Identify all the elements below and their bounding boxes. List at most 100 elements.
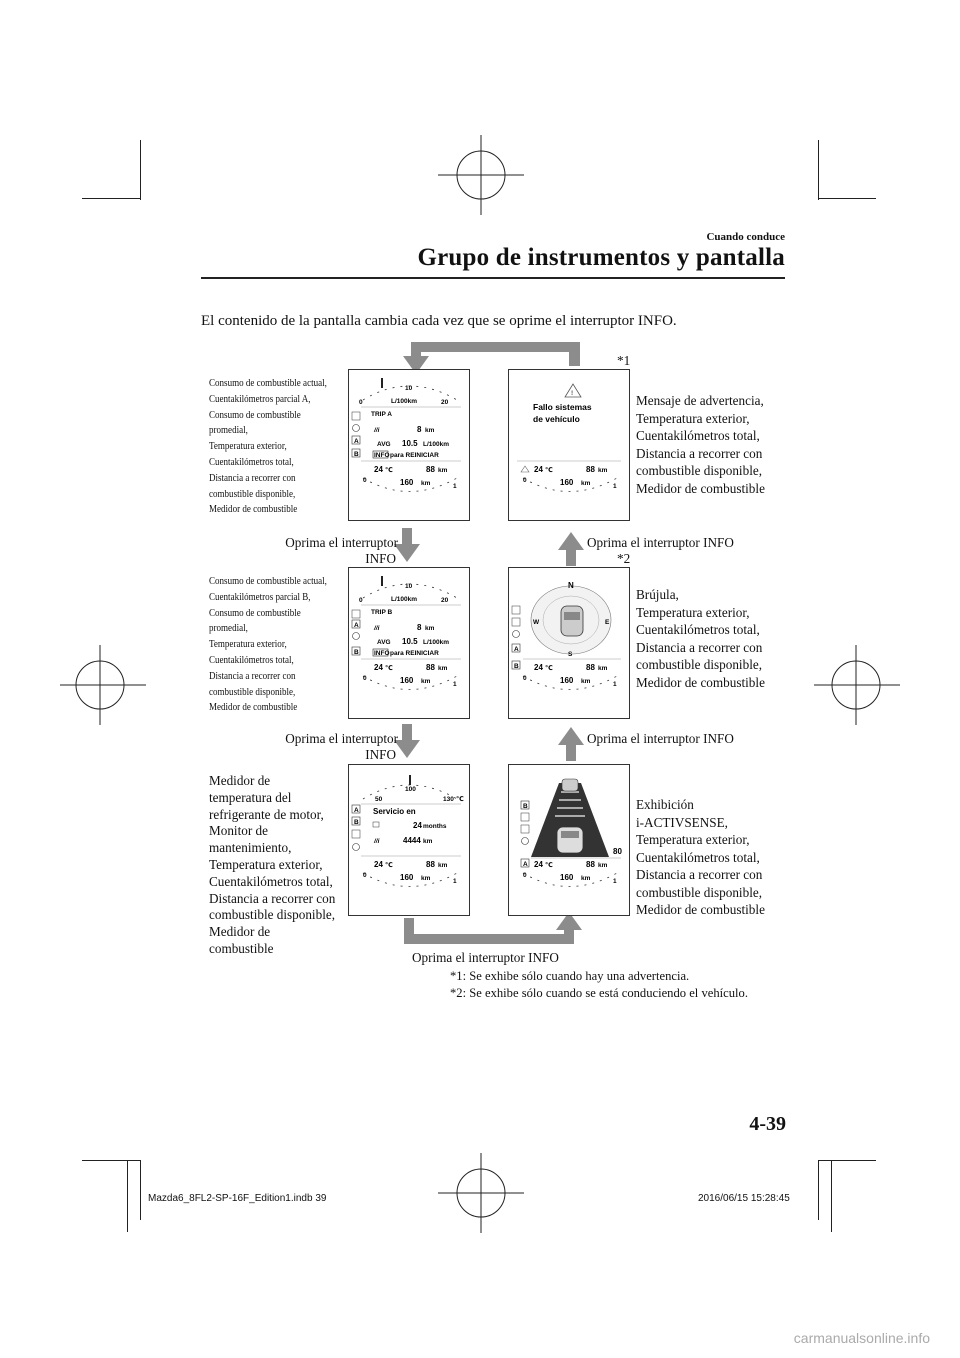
avg-label: AVG [377, 441, 391, 448]
svg-text:INFO: INFO [374, 650, 390, 657]
display-trip-a: 0 10 20 L/100km TRIP A //i 8 km AVG 10.5… [348, 369, 470, 521]
page-title: Grupo de instrumentos y pantalla [417, 244, 785, 271]
service-km: 4444 [403, 836, 421, 845]
svg-text:km: km [581, 875, 591, 882]
registration-mark-right [814, 645, 900, 725]
svg-text:para REINICIAR: para REINICIAR [390, 650, 439, 657]
svg-text:B: B [523, 803, 528, 810]
svg-text://i: //i [373, 838, 380, 845]
svg-text:km: km [438, 862, 448, 869]
svg-text:L/100km: L/100km [423, 441, 449, 448]
footer-date: 2016/06/15 15:28:45 [698, 1193, 790, 1204]
svg-text:km: km [421, 678, 431, 685]
svg-text:0: 0 [523, 675, 527, 682]
svg-text:1: 1 [613, 878, 617, 885]
fuel-scale-max: 20 [441, 399, 449, 406]
svg-text:24: 24 [534, 465, 543, 474]
desc-warning: Mensaje de advertencia,Temperatura exter… [636, 393, 765, 496]
svg-text:km: km [421, 480, 431, 487]
svg-text:160: 160 [560, 873, 574, 882]
display-compass: N S E W A B 24 ℃ 88 km 0 1 160 km [508, 567, 630, 719]
svg-text:1: 1 [453, 878, 457, 885]
svg-text:℃: ℃ [385, 664, 393, 672]
range-value: 160 [400, 478, 414, 487]
svg-text:A: A [514, 646, 519, 653]
svg-text:24: 24 [374, 663, 383, 672]
fuel-scale-unit: L/100km [391, 398, 417, 405]
svg-text:8: 8 [417, 623, 422, 632]
svg-text:0: 0 [523, 872, 527, 879]
marker-1: *1 [617, 353, 631, 368]
svg-text:℃: ℃ [456, 795, 464, 803]
svg-text:AVG: AVG [377, 639, 391, 646]
warning-triangle-icon [564, 383, 582, 398]
display-activsense: B A 80 24 ℃ 88 km 0 1 160 km [508, 764, 630, 916]
footnote-1: *1: Se exhibe sólo cuando hay una advert… [450, 969, 690, 983]
svg-text:℃: ℃ [385, 861, 393, 869]
svg-text://i: //i [373, 625, 380, 632]
svg-text:0: 0 [523, 477, 527, 484]
svg-text:km: km [425, 427, 435, 434]
svg-text:E: E [605, 619, 610, 626]
trip-label: TRIP B [371, 609, 392, 616]
outside-temp: 24 [374, 465, 383, 474]
trip-label: TRIP A [371, 411, 392, 418]
svg-text:160: 160 [560, 676, 574, 685]
svg-text:km: km [438, 665, 448, 672]
svg-text:W: W [533, 619, 540, 626]
svg-text:km: km [425, 625, 435, 632]
svg-text:B: B [354, 451, 359, 458]
svg-text:88: 88 [426, 663, 435, 672]
svg-text:A: A [523, 861, 528, 868]
svg-text:para REINICIAR: para REINICIAR [390, 452, 439, 459]
svg-text:L/100km: L/100km [423, 639, 449, 646]
svg-text:km: km [438, 467, 448, 474]
svg-text:A: A [354, 807, 359, 814]
svg-text://i: //i [373, 427, 380, 434]
warning-line-1: Fallo sistemas [533, 402, 592, 412]
svg-text:160: 160 [400, 873, 414, 882]
svg-text:10: 10 [405, 583, 413, 590]
car-icon [560, 605, 584, 637]
page-number: 4-39 [749, 1113, 786, 1135]
svg-text:km: km [581, 678, 591, 685]
footer-file: Mazda6_8FL2-SP-16F_Edition1.indb 39 [148, 1193, 327, 1204]
svg-text:10.5: 10.5 [402, 637, 418, 646]
coolant-max: 130 [443, 796, 454, 803]
svg-text:℃: ℃ [545, 664, 553, 672]
lane-icon [531, 783, 609, 857]
svg-text:160: 160 [560, 478, 574, 487]
svg-text:0: 0 [359, 597, 363, 604]
label-press-info-bottom: Oprima el interruptor INFO [412, 950, 559, 965]
svg-text:B: B [354, 819, 359, 826]
section-title: Cuando conduce [706, 231, 785, 243]
svg-text:1: 1 [453, 681, 457, 688]
speed-limit: 80 [613, 847, 622, 856]
svg-text:1: 1 [613, 681, 617, 688]
svg-text:INFO: INFO [374, 452, 390, 459]
header-rule [201, 277, 785, 279]
svg-text:0: 0 [363, 477, 367, 484]
svg-text:℃: ℃ [385, 466, 393, 474]
footnote-2: *2: Se exhibe sólo cuando se está conduc… [450, 986, 748, 1000]
svg-text:L/100km: L/100km [391, 596, 417, 603]
svg-text:24: 24 [534, 663, 543, 672]
warning-line-2: de vehículo [533, 414, 580, 424]
display-coolant-service: 50 100 130 ℃ Servicio en 24 months //i 4… [348, 764, 470, 916]
registration-mark-bottom [438, 1153, 524, 1233]
fuel-scale-min: 0 [359, 399, 363, 406]
svg-text:km: km [598, 862, 608, 869]
svg-text:24: 24 [374, 860, 383, 869]
label-press-info-1: Oprima el interruptor INFO [587, 535, 734, 550]
svg-text:88: 88 [586, 860, 595, 869]
label-press-2: Oprima el interruptor INFO [285, 731, 398, 762]
desc-compass: Brújula,Temperatura exterior,Cuentakilóm… [636, 587, 765, 690]
svg-text:88: 88 [586, 465, 595, 474]
service-label: Servicio en [373, 807, 416, 816]
svg-text:1: 1 [453, 483, 457, 490]
desc-trip-b: Consumo de combustible actual,Cuentakiló… [209, 576, 327, 714]
svg-text:N: N [568, 581, 574, 590]
svg-text:B: B [514, 663, 519, 670]
marker-2: *2 [617, 551, 631, 566]
